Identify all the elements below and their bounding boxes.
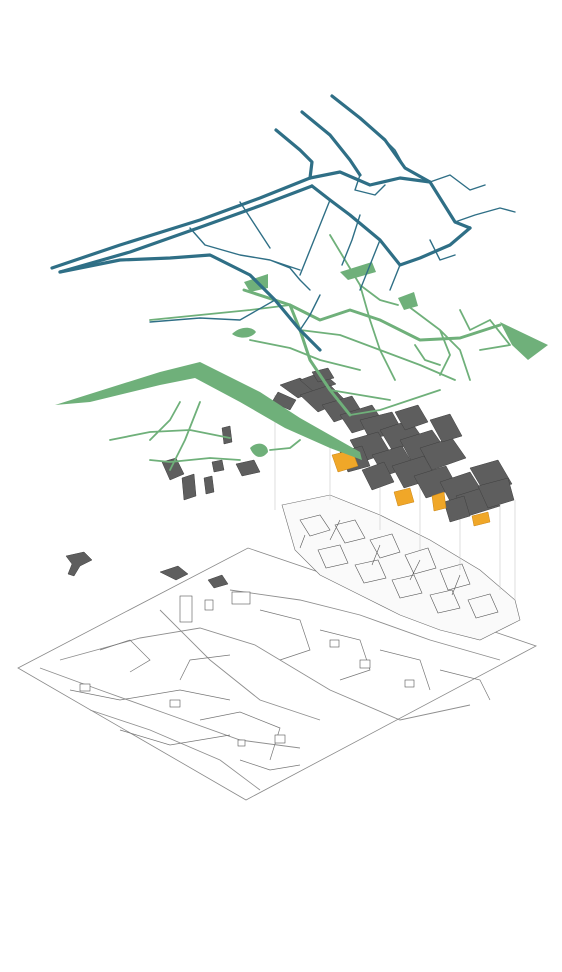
base-outline-building (274, 734, 286, 744)
base-dark-footprints (65, 551, 229, 589)
water-canal-upper-a (330, 94, 432, 184)
highlighted-building (431, 491, 447, 512)
scattered-buildings (161, 425, 261, 501)
highlighted-building (471, 511, 491, 527)
water-canal-upper-c (274, 128, 314, 180)
base-dark-building (207, 574, 229, 589)
water-canal-upper-b (300, 110, 362, 177)
water-branch-lines (149, 139, 516, 331)
base-road-cross (159, 609, 321, 721)
base-outline-building (169, 699, 181, 708)
base-outline-tower (179, 595, 193, 623)
building (235, 459, 261, 477)
green-patch-park (250, 443, 268, 457)
base-dark-building (65, 551, 93, 577)
green-main-axis (242, 288, 502, 342)
building (211, 459, 225, 473)
base-outline-building (359, 659, 371, 669)
building (477, 477, 515, 509)
base-outline-building (329, 639, 340, 648)
water-canal-main-south (58, 253, 322, 352)
green-patch-north (398, 292, 418, 310)
base-outline-building (404, 679, 415, 688)
base-road-main (59, 627, 471, 721)
building (419, 437, 467, 471)
base-dense-district (281, 494, 521, 641)
base-dark-building (159, 565, 189, 581)
green-corridor-wedge (55, 362, 362, 460)
base-dense-blocks (299, 514, 499, 619)
base-plan-layer (17, 494, 538, 801)
water-canal-trunk (308, 170, 472, 230)
green-patch-oval (232, 327, 256, 338)
building (203, 475, 215, 495)
base-outline-building (204, 599, 214, 611)
base-road-diagonal (39, 667, 301, 749)
building (361, 461, 395, 491)
base-outline-building (237, 739, 246, 747)
building (221, 425, 233, 445)
base-road-south (89, 709, 261, 791)
green-minor-lines (109, 234, 511, 471)
water-canal-long-2 (58, 184, 314, 274)
water-canal-long (50, 176, 312, 270)
building (443, 495, 471, 523)
dense-building-cluster (271, 367, 515, 523)
building (429, 413, 463, 443)
highlighted-building (393, 487, 415, 507)
green-cross-axis (288, 303, 352, 417)
base-parcel-lines (69, 609, 491, 771)
building (181, 473, 197, 501)
water-canal-south (310, 184, 472, 267)
base-outline-buildings (79, 591, 415, 747)
green-patch-east (500, 322, 548, 360)
building (394, 404, 429, 431)
base-outline-building (231, 591, 251, 605)
building (271, 391, 297, 411)
water-network-layer (50, 94, 516, 352)
building (161, 457, 185, 481)
base-road-north (229, 589, 501, 661)
green-patch-ridge (340, 262, 376, 280)
base-outline-building (79, 683, 91, 692)
